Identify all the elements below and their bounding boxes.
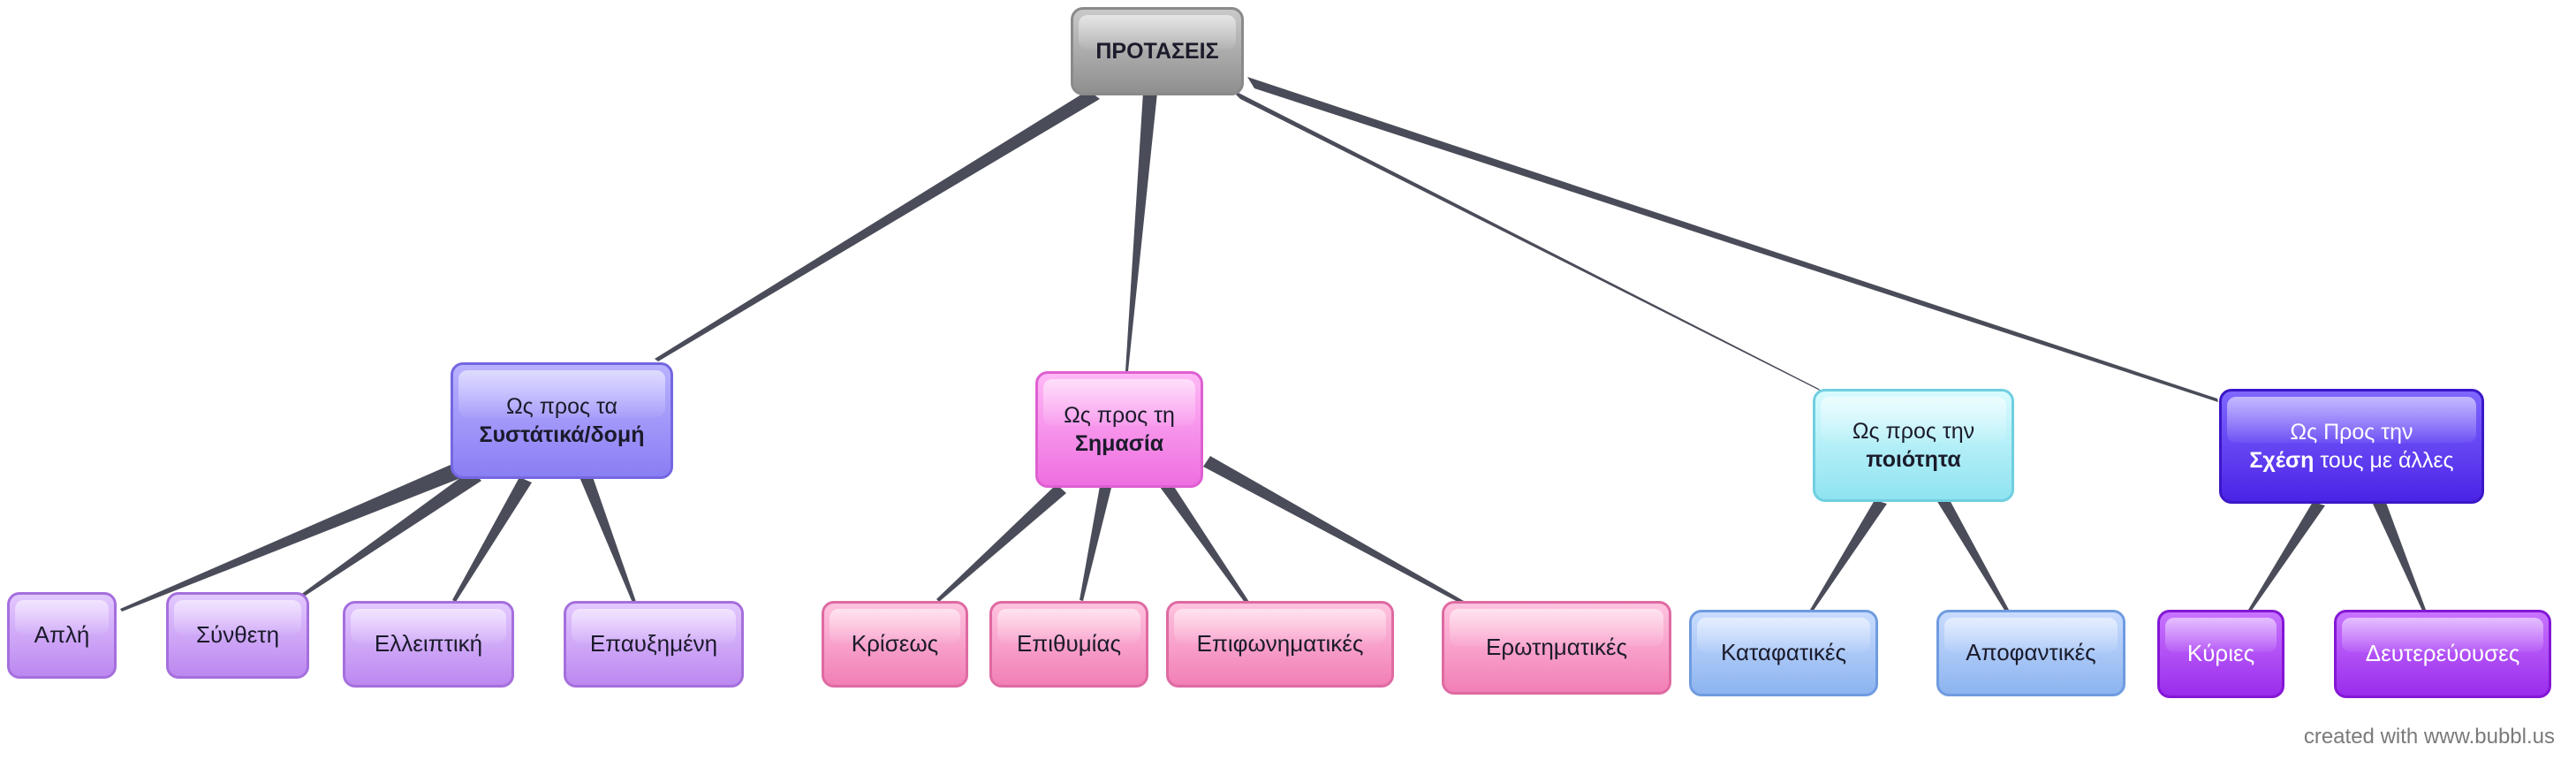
leaf-deutereuouses-node[interactable]: Δευτερεύουσες	[2334, 610, 2551, 698]
leaf-kriseos-node[interactable]: Κρίσεως	[822, 601, 968, 688]
edge-quality-katafatikes	[1810, 500, 1887, 612]
leaf-katafatikes-node[interactable]: Καταφατικές	[1689, 610, 1878, 696]
category-structure-line2: Συστάτικά/δομή	[479, 422, 645, 447]
leaf-epauxhmenh-label: Επαυξημένη	[589, 630, 718, 657]
leaf-kriseos-label: Κρίσεως	[851, 630, 939, 657]
edge-structure-epauxhmenh	[580, 475, 636, 603]
leaf-elleiptikh-label: Ελλειπτική	[374, 630, 483, 657]
leaf-aplh-label: Απλή	[34, 621, 90, 649]
leaf-syntheth-node[interactable]: Σύνθετη	[166, 592, 309, 679]
category-meaning-line2: Σημασία	[1074, 431, 1164, 456]
leaf-epifonimatikes-label: Επιφωνηματικές	[1196, 630, 1364, 657]
credit-footer: created with www.bubbl.us	[2303, 725, 2555, 749]
category-relation-line1: Ως Προς την	[2290, 420, 2413, 445]
edge-meaning-epithymias	[1080, 486, 1111, 601]
category-structure-node[interactable]: Ως προς τα Συστάτικά/δομή	[451, 362, 673, 479]
edge-meaning-kriseos	[936, 484, 1066, 602]
root-node[interactable]: ΠΡΟΤΑΣΕΙΣ	[1071, 7, 1244, 95]
category-meaning-line1: Ως προς τη	[1064, 403, 1175, 428]
edge-structure-elleiptikh	[452, 477, 532, 602]
category-structure-line1: Ως προς τα	[505, 394, 618, 419]
leaf-apofantikes-label: Αποφαντικές	[1966, 639, 2096, 666]
edge-relation-kyries	[2248, 502, 2325, 612]
edge-root-quality	[1230, 88, 1822, 391]
edge-relation-deutereuouses	[2373, 500, 2426, 611]
leaf-apofantikes-node[interactable]: Αποφαντικές	[1936, 610, 2125, 696]
category-meaning-node[interactable]: Ως προς τη Σημασία	[1035, 371, 1203, 488]
leaf-erotimatikes-label: Ερωτηματικές	[1486, 634, 1627, 661]
edge-meaning-epifonimatikes	[1157, 477, 1249, 604]
leaf-syntheth-label: Σύνθετη	[195, 621, 280, 649]
leaf-kyries-node[interactable]: Κύριες	[2157, 610, 2284, 698]
leaf-epithymias-label: Επιθυμίας	[1016, 630, 1122, 657]
category-relation-node[interactable]: Ως Προς την Σχέση τους με άλλες	[2219, 389, 2484, 504]
edge-structure-syntheth	[297, 470, 481, 600]
category-quality-line2: ποιότητα	[1866, 447, 1961, 472]
root-label: ΠΡΟΤΑΣΕΙΣ	[1095, 39, 1219, 64]
category-relation-line2: Σχέση τους με άλλες	[2249, 446, 2453, 475]
leaf-epifonimatikes-node[interactable]: Επιφωνηματικές	[1166, 601, 1394, 688]
edge-structure-aplh	[120, 465, 463, 612]
category-relation-line2-bold: Σχέση	[2249, 448, 2315, 473]
leaf-deutereuouses-label: Δευτερεύουσες	[2365, 640, 2520, 667]
edge-root-meaning	[1125, 92, 1157, 371]
leaf-epithymias-node[interactable]: Επιθυμίας	[989, 601, 1148, 688]
edge-meaning-erotimatikes	[1203, 456, 1464, 604]
category-relation-line2-rest: τους με άλλες	[2314, 448, 2454, 473]
leaf-aplh-node[interactable]: Απλή	[7, 592, 117, 679]
edge-root-relation	[1247, 77, 2218, 402]
edge-root-structure	[655, 90, 1100, 361]
leaf-erotimatikes-node[interactable]: Ερωτηματικές	[1442, 601, 1671, 695]
leaf-epauxhmenh-node[interactable]: Επαυξημένη	[564, 601, 744, 688]
leaf-elleiptikh-node[interactable]: Ελλειπτική	[343, 601, 514, 688]
leaf-katafatikes-label: Καταφατικές	[1720, 639, 1847, 666]
edge-quality-apofantikes	[1936, 498, 2009, 612]
leaf-kyries-label: Κύριες	[2186, 640, 2255, 667]
category-quality-line1: Ως προς την	[1852, 419, 1975, 444]
category-quality-node[interactable]: Ως προς την ποιότητα	[1813, 389, 2014, 502]
